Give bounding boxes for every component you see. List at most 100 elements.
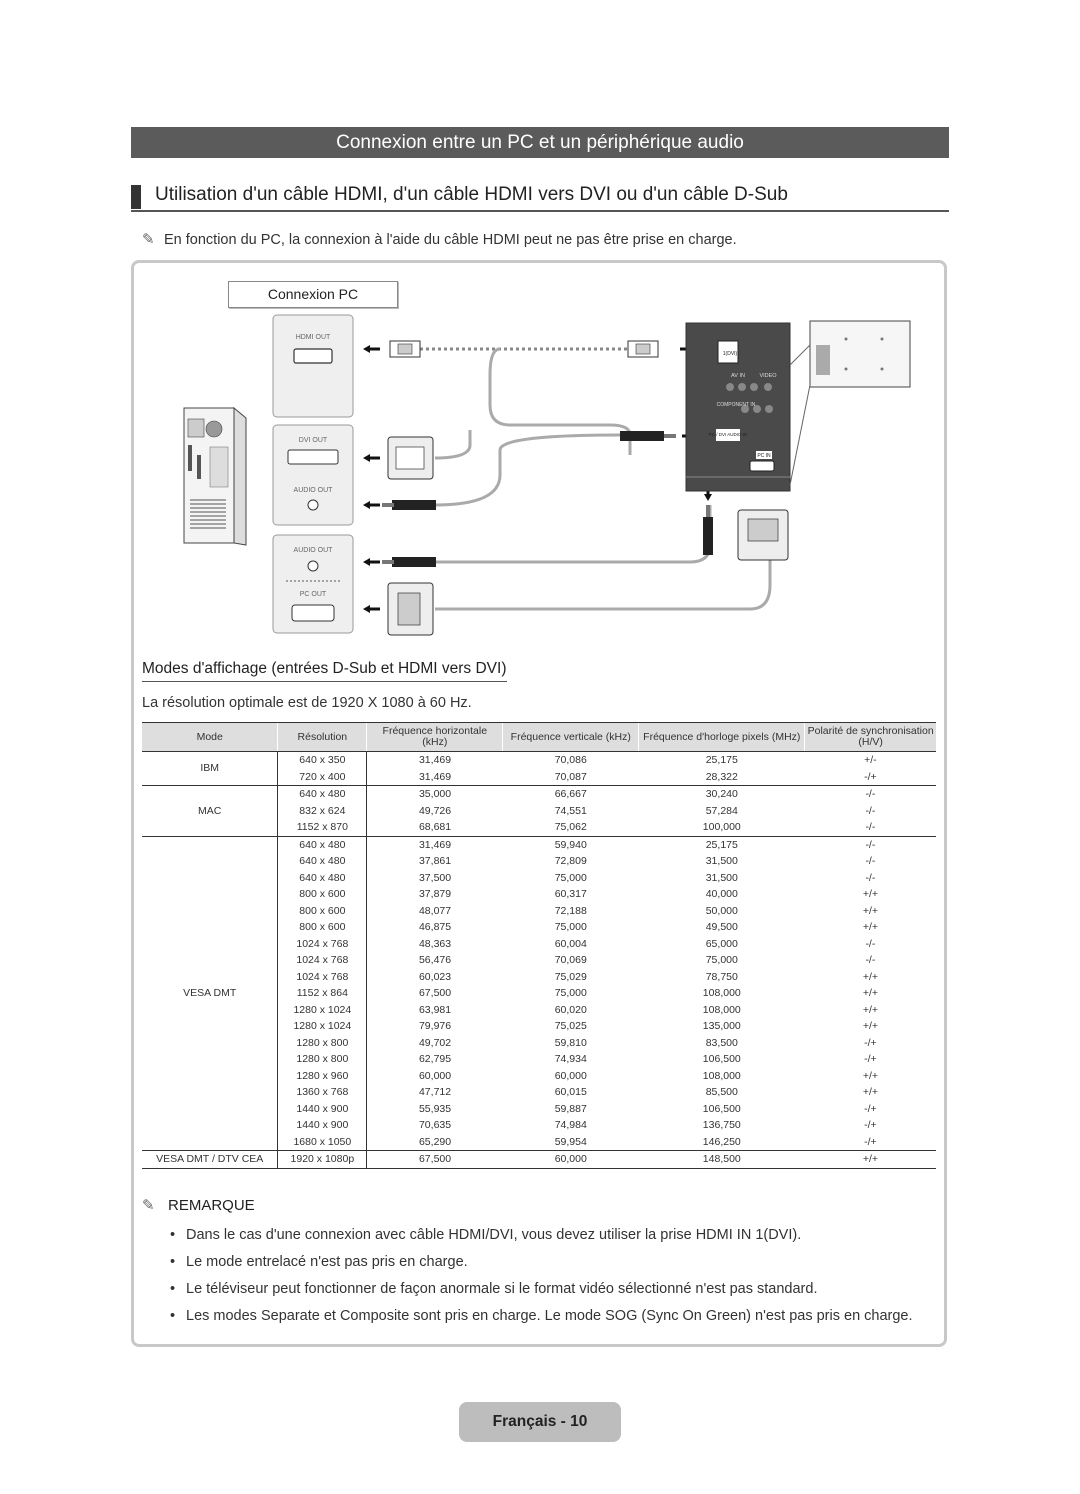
col-v-freq: Fréquence verticale (kHz) [502, 722, 639, 752]
v-freq-cell: 60,004 [554, 937, 587, 950]
v-freq-cell: 74,551 [554, 804, 587, 817]
dvi-out-label: DVI OUT [299, 437, 328, 444]
top-note: ✎En fonction du PC, la connexion à l'aid… [142, 230, 737, 248]
h-freq-cell: 63,981 [418, 1003, 452, 1016]
sync-polarity-cell: -/- [865, 788, 876, 800]
resolution-cell: 1440 x 900 [277, 1117, 368, 1134]
v-freq-cell: 60,317 [554, 888, 587, 900]
display-modes-table: Mode Résolution Fréquence horizontale (k… [142, 722, 936, 1169]
h-freq-cell: 68,681 [366, 819, 503, 837]
v-freq-cell: 74,934 [554, 1053, 587, 1065]
pixel-clock-cell: 25,175 [705, 754, 738, 766]
v-freq-cell: 59,940 [554, 838, 587, 851]
resolution-cell: 1280 x 800 [277, 1034, 368, 1051]
resolution-cell: 1680 x 1050 [277, 1133, 368, 1151]
resolution-cell: 1152 x 870 [277, 819, 368, 837]
pixel-clock-cell: 108,000 [702, 1069, 741, 1082]
list-item: Le téléviseur peut fonctionner de façon … [150, 1276, 950, 1303]
dvi-plug-icon [387, 436, 434, 480]
resolution-cell: 640 x 350 [277, 751, 368, 769]
sync-polarity-cell: +/+ [862, 1069, 878, 1082]
resolution-cell: 640 x 480 [277, 836, 368, 853]
resolution-cell: 1024 x 768 [277, 968, 368, 985]
v-freq-cell: 75,000 [554, 987, 587, 999]
pixel-clock-cell: 57,284 [705, 804, 738, 817]
pixel-clock-cell: 78,750 [705, 970, 738, 983]
resolution-cell: 1152 x 864 [277, 985, 368, 1002]
sync-polarity-cell: -/+ [864, 1119, 877, 1131]
audio-cable-1 [434, 433, 621, 507]
h-freq-cell: 35,000 [418, 788, 452, 800]
remark-list: Dans le cas d'une connexion avec câble H… [150, 1222, 950, 1330]
pixel-clock-cell: 108,000 [702, 1003, 741, 1016]
sync-polarity-cell: +/- [864, 754, 877, 766]
pixel-clock-cell: 135,000 [702, 1020, 741, 1032]
resolution-cell: 1280 x 1024 [277, 1001, 368, 1018]
tv-icon [789, 320, 911, 486]
sync-polarity-cell: -/- [865, 804, 876, 817]
audio-plug-icon-1 [382, 500, 436, 510]
mode-cell: VESA DMT / DTV CEA [142, 1150, 279, 1169]
resolution-cell: 1360 x 768 [277, 1084, 368, 1101]
v-freq-cell: 75,000 [554, 921, 587, 933]
pc-dvi-audio-in-label: PC / DVI AUDIO IN [709, 432, 748, 437]
mode-cell: IBM [142, 751, 279, 786]
connexion-pc-label: Connexion PC [228, 281, 398, 308]
connection-diagram: HDMI OUT DVI OUT AUDIO OUT AUDIO OUT PC … [183, 314, 911, 636]
h-freq-cell: 49,726 [418, 804, 452, 817]
sync-polarity-cell: +/+ [862, 970, 878, 983]
pixel-clock-cell: 31,500 [705, 871, 738, 884]
resolution-cell: 1024 x 768 [277, 952, 368, 969]
h-freq-cell: 37,861 [418, 855, 452, 867]
dvi-to-hdmi-cable [488, 347, 632, 455]
v-freq-cell: 70,086 [554, 754, 587, 766]
sync-polarity-cell: -/+ [804, 1133, 936, 1151]
v-freq-cell: 70,069 [554, 954, 587, 966]
h-freq-cell: 49,702 [418, 1036, 452, 1049]
resolution-cell: 1024 x 768 [277, 935, 368, 952]
pixel-clock-cell: 75,000 [705, 954, 738, 966]
resolution-cell: 640 x 480 [277, 869, 368, 886]
dsub-plug-vertical-icon [737, 509, 789, 561]
sync-polarity-cell: -/- [865, 855, 876, 867]
h-freq-cell: 60,000 [418, 1069, 452, 1082]
resolution-cell: 1440 x 900 [277, 1100, 368, 1117]
h-freq-cell: 37,500 [418, 871, 452, 884]
h-freq-cell: 56,476 [418, 954, 452, 966]
pc-dvi-audio-panel: DVI OUT AUDIO OUT [272, 424, 354, 526]
sync-polarity-cell: -/+ [864, 1102, 877, 1115]
pc-hdmi-panel: HDMI OUT [272, 314, 354, 418]
dsub-port-icon [291, 604, 335, 622]
audio-out-label-1: AUDIO OUT [294, 487, 334, 494]
sync-polarity-cell: -/+ [804, 768, 936, 786]
sync-polarity-cell: -/- [865, 937, 876, 950]
sync-polarity-cell: -/- [865, 871, 876, 884]
resolution-cell: 800 x 600 [277, 886, 368, 903]
h-freq-cell: 31,469 [366, 768, 503, 786]
pixel-clock-cell: 28,322 [638, 768, 805, 786]
pixel-clock-cell: 49,500 [705, 921, 738, 933]
pixel-clock-cell: 30,240 [705, 788, 738, 800]
sync-polarity-cell: +/+ [862, 888, 878, 900]
av-in-label: AV IN [731, 373, 745, 379]
sync-polarity-cell: +/+ [862, 904, 878, 917]
col-mode: Mode [142, 722, 278, 752]
audio-plug-vertical-icon [703, 505, 713, 555]
h-freq-cell: 37,879 [418, 888, 452, 900]
v-freq-cell: 60,000 [554, 1069, 587, 1082]
audio-plug-icon-2 [382, 557, 436, 567]
hdmi-plug-icon [389, 340, 421, 358]
v-freq-cell: 70,087 [502, 768, 639, 786]
v-freq-cell: 75,025 [554, 1020, 587, 1032]
h-freq-cell: 47,712 [418, 1086, 452, 1098]
